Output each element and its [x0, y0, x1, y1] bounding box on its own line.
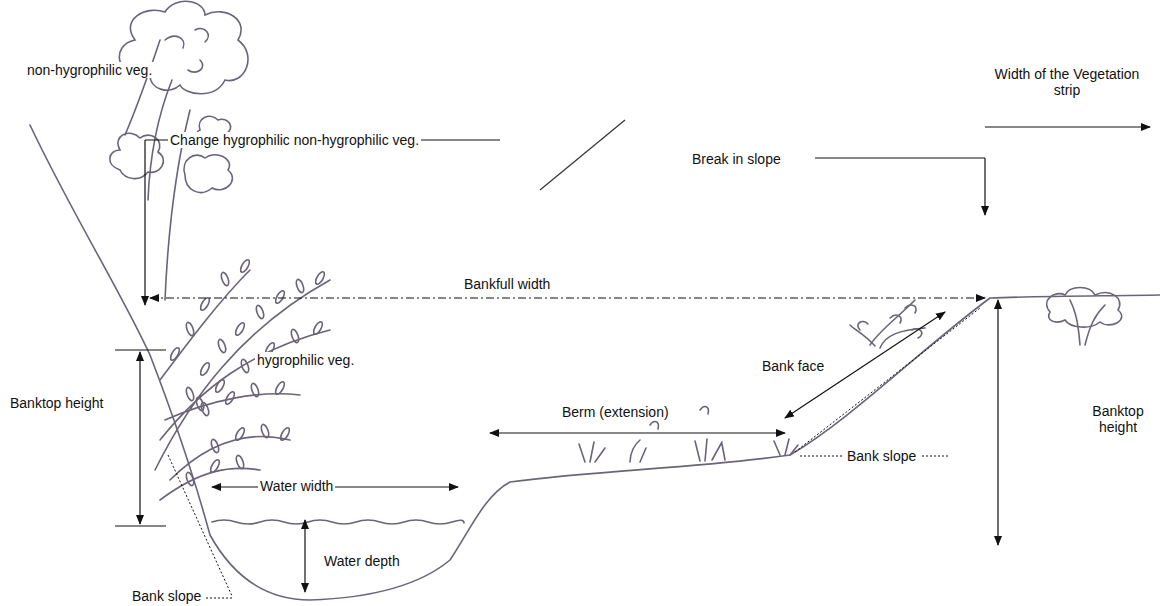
change-label: Change hygrophilic non-hygrophilic veg.	[168, 132, 421, 148]
leaf	[255, 304, 265, 319]
leaf	[224, 390, 236, 405]
width-label: Water width	[258, 478, 335, 494]
leaf	[214, 378, 226, 393]
leaf	[234, 321, 246, 336]
slope-label: Bank slope	[845, 448, 918, 464]
leaf	[274, 289, 286, 304]
berm-label: Berm (extension)	[560, 404, 671, 420]
leaf	[195, 396, 205, 411]
leaf	[279, 426, 291, 441]
leaf	[312, 320, 324, 335]
leaf	[169, 346, 181, 361]
strip-width-label: Width of the Vegetation strip	[985, 66, 1149, 98]
leaf	[210, 438, 220, 453]
vegetation-label: non-hygrophilic veg.	[25, 62, 154, 78]
leaf	[220, 271, 230, 286]
leaf	[185, 321, 195, 336]
break-label: Break in slope	[690, 151, 783, 167]
leaf	[185, 386, 195, 401]
leaf	[314, 270, 326, 285]
leaf	[250, 382, 260, 397]
height-label: Banktop height	[1080, 403, 1156, 435]
slope-label: Bank slope	[130, 588, 203, 604]
leaf	[295, 278, 305, 293]
height-label: Banktop height	[8, 395, 105, 411]
leaf	[234, 426, 246, 441]
bank-face-label: Bank face	[760, 358, 826, 374]
bankfull-label: Bankfull width	[462, 276, 552, 292]
leaf	[240, 358, 250, 373]
leaf	[199, 361, 211, 376]
vegetation-label: hygrophilic veg.	[255, 352, 356, 368]
depth-label: Water depth	[322, 553, 402, 569]
leaf	[185, 471, 195, 486]
leaf	[260, 423, 270, 438]
leaf	[290, 328, 300, 343]
leaf	[199, 296, 211, 311]
leaf	[235, 454, 245, 469]
leaf	[217, 338, 227, 353]
leaf	[209, 458, 221, 473]
leaf	[274, 380, 286, 395]
leaf	[239, 258, 251, 273]
leaf	[200, 401, 210, 416]
